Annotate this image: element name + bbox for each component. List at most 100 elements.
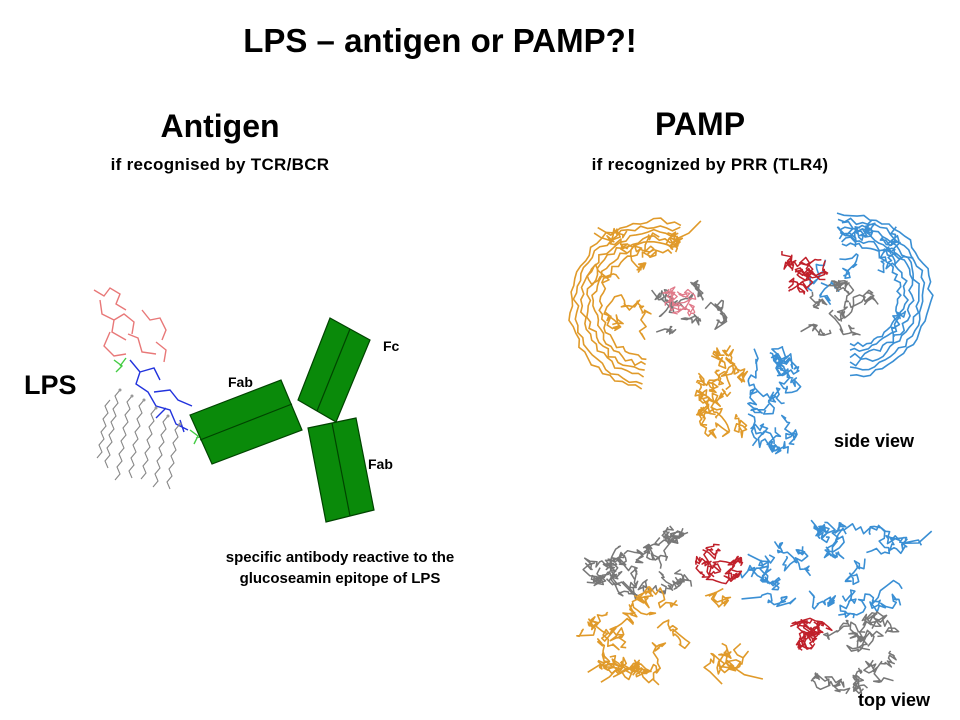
- protein-chain-orange: [635, 586, 654, 609]
- protein-chain-blue: [747, 388, 770, 414]
- protein-chain-blue: [844, 558, 866, 586]
- protein-chain-blue: [794, 546, 812, 577]
- protein-chain-blue: [836, 212, 934, 378]
- protein-chain-orange: [656, 619, 691, 650]
- protein-chain-gray: [856, 629, 875, 651]
- protein-chain-blue: [770, 346, 794, 377]
- protein-chain-blue: [778, 372, 802, 394]
- slide-title: LPS – antigen or PAMP?!: [243, 22, 637, 59]
- protein-chain-gray: [623, 537, 661, 564]
- tlr4-top-view-structure: [576, 519, 933, 695]
- protein-chain-gray: [848, 621, 884, 639]
- protein-chain-orange: [710, 347, 727, 369]
- protein-chain-orange: [619, 661, 660, 675]
- lps-ligand: [788, 269, 814, 292]
- lps-ligand: [798, 630, 813, 647]
- protein-chain-orange: [597, 226, 634, 254]
- protein-chain-orange: [572, 225, 681, 385]
- protein-chain-blue: [841, 236, 910, 353]
- lps-ligand: [724, 567, 743, 580]
- protein-chain-orange: [631, 586, 678, 609]
- protein-chain-blue: [839, 253, 859, 279]
- antigen-subheading: if recognised by TCR/BCR: [110, 155, 330, 174]
- protein-chain-blue: [747, 413, 769, 447]
- protein-chain-blue: [886, 537, 923, 555]
- protein-chain-orange: [636, 300, 652, 340]
- protein-chain-blue: [890, 310, 907, 338]
- protein-chain-gray: [583, 545, 622, 571]
- protein-chain-orange: [597, 656, 623, 674]
- protein-chain-orange: [667, 231, 684, 250]
- protein-chain-gray: [862, 289, 879, 306]
- protein-chain-blue: [841, 242, 902, 348]
- protein-chain-orange: [593, 227, 628, 243]
- protein-chain-blue: [772, 355, 786, 376]
- protein-chain-blue: [839, 224, 920, 367]
- protein-chain-orange: [641, 232, 660, 259]
- protein-chain-gray: [663, 288, 678, 309]
- antibody-caption: specific antibody reactive to the glucos…: [175, 547, 505, 589]
- lps-ligand: [664, 286, 682, 312]
- protein-chain-blue: [773, 540, 798, 572]
- protein-chain-blue: [839, 230, 915, 360]
- protein-chain-gray: [827, 279, 850, 290]
- protein-chain-gray: [852, 667, 865, 695]
- protein-chain-blue: [877, 246, 896, 274]
- protein-chain-blue: [762, 387, 785, 415]
- protein-chain-blue: [747, 348, 775, 400]
- lps-ligand: [705, 565, 737, 585]
- protein-chain-orange: [716, 642, 764, 680]
- protein-chain-blue: [837, 217, 926, 371]
- lps-ligand: [783, 254, 797, 271]
- protein-chain-blue: [879, 226, 900, 247]
- protein-chain-gray: [651, 289, 670, 318]
- caption-line-2: glucoseamin epitope of LPS: [239, 570, 441, 587]
- protein-chain-gray: [714, 311, 728, 330]
- protein-chain-gray: [810, 676, 851, 695]
- protein-chain-blue: [769, 351, 791, 375]
- protein-chain-gray: [582, 562, 607, 584]
- pamp-subheading: if recognized by PRR (TLR4): [591, 155, 829, 174]
- protein-chain-blue: [747, 553, 776, 582]
- protein-chain-blue: [869, 593, 902, 613]
- lps-ligand: [702, 543, 721, 560]
- protein-chain-blue: [885, 241, 914, 270]
- lps-label: LPS: [24, 370, 77, 400]
- protein-chain-gray: [800, 323, 832, 336]
- protein-chain-gray: [704, 299, 725, 314]
- lps-ligand: [694, 555, 712, 567]
- protein-chain-blue: [808, 590, 837, 610]
- protein-chain-gray: [823, 619, 851, 641]
- fc-label: Fc: [383, 338, 400, 354]
- top-view-label: top view: [858, 690, 931, 710]
- protein-chain-orange: [640, 642, 667, 686]
- protein-chain-orange: [629, 244, 647, 274]
- protein-chain-gray: [863, 659, 894, 683]
- protein-chain-orange: [698, 406, 717, 439]
- protein-chain-orange: [700, 396, 731, 438]
- protein-chain-orange: [595, 611, 635, 642]
- lps-ligand: [791, 617, 833, 632]
- protein-chain-gray: [809, 291, 828, 310]
- protein-chain-orange: [733, 413, 748, 439]
- protein-chain-blue: [838, 579, 903, 618]
- protein-chain-gray: [605, 552, 627, 571]
- pamp-heading: PAMP: [654, 106, 746, 142]
- protein-chain-blue: [862, 219, 876, 237]
- lps-ligand: [675, 291, 691, 313]
- protein-chain-orange: [622, 602, 657, 624]
- lps-ligand: [802, 620, 820, 643]
- protein-chain-orange: [585, 235, 676, 371]
- protein-chain-blue: [824, 521, 847, 558]
- protein-chain-gray: [811, 672, 845, 688]
- protein-chain-orange: [602, 627, 627, 651]
- protein-chain-blue: [853, 226, 868, 242]
- fab-label-left: Fab: [228, 374, 253, 390]
- protein-chain-orange: [603, 294, 641, 330]
- protein-chain-orange: [587, 638, 610, 673]
- tlr4-side-view-structure: [568, 212, 934, 455]
- protein-chain-blue: [839, 589, 857, 619]
- protein-chain-blue: [868, 525, 933, 544]
- fab-label-right: Fab: [368, 456, 393, 472]
- protein-chain-gray: [604, 551, 638, 580]
